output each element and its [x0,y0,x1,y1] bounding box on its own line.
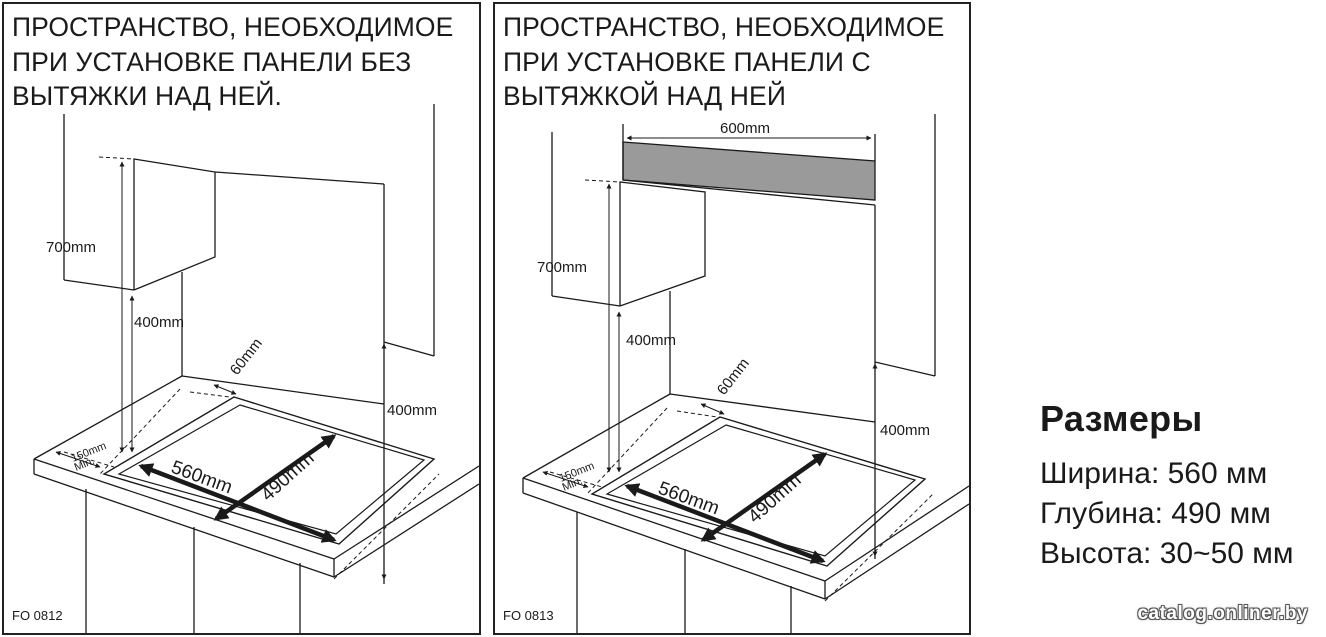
dimension-label-400mm-side: 400mm [387,402,437,419]
spec-height: Высота: 30~50 мм [1040,537,1294,570]
watermark: catalog.onliner.by [1137,603,1308,624]
dimension-label-560mm: 560mm [168,457,235,498]
specs-title: Размеры [1040,398,1203,439]
dimension-label-560mm: 560mm [655,478,722,519]
diagram-panel-with-hood: ПРОСТРАНСТВО, НЕОБХОДИМОЕ ПРИ УСТАНОВКЕ … [493,2,971,635]
dimension-label-400mm-side: 400mm [880,422,930,439]
dimension-label-700mm: 700mm [537,259,587,276]
range-hood [622,141,876,201]
dimension-label-700mm: 700mm [46,239,96,256]
spec-depth: Глубина: 490 мм [1040,497,1271,530]
installation-diagram-with-hood: 600mm 700mm 400mm 400mm 60mm 150mm Min. … [522,114,969,633]
dimension-label-490mm: 490mm [257,448,318,506]
figure-code: FO 0813 [503,608,554,623]
installation-diagram-without-hood: 700mm 400mm 400mm 60mm 150mm Min. 560mm … [33,104,479,633]
dimension-label-600mm: 600mm [720,120,770,137]
dimension-label-490mm: 490mm [744,470,805,528]
panel-title: ПРОСТРАНСТВО, НЕОБХОДИМОЕ ПРИ УСТАНОВКЕ … [503,12,945,111]
diagram-panel-without-hood: ПРОСТРАНСТВО, НЕОБХОДИМОЕ ПРИ УСТАНОВКЕ … [2,2,481,635]
dimension-label-400mm-hood: 400mm [626,332,676,349]
figure-code: FO 0812 [12,608,63,623]
dimension-label-60mm: 60mm [227,335,266,378]
dimension-label-60mm: 60mm [714,355,753,398]
dimensions-spec-block: Размеры Ширина: 560 мм Глубина: 490 мм В… [1040,398,1294,574]
dimension-label-400mm-hood: 400mm [134,314,184,331]
panel-title: ПРОСТРАНСТВО, НЕОБХОДИМОЕ ПРИ УСТАНОВКЕ … [12,12,454,111]
spec-width: Ширина: 560 мм [1040,457,1268,490]
